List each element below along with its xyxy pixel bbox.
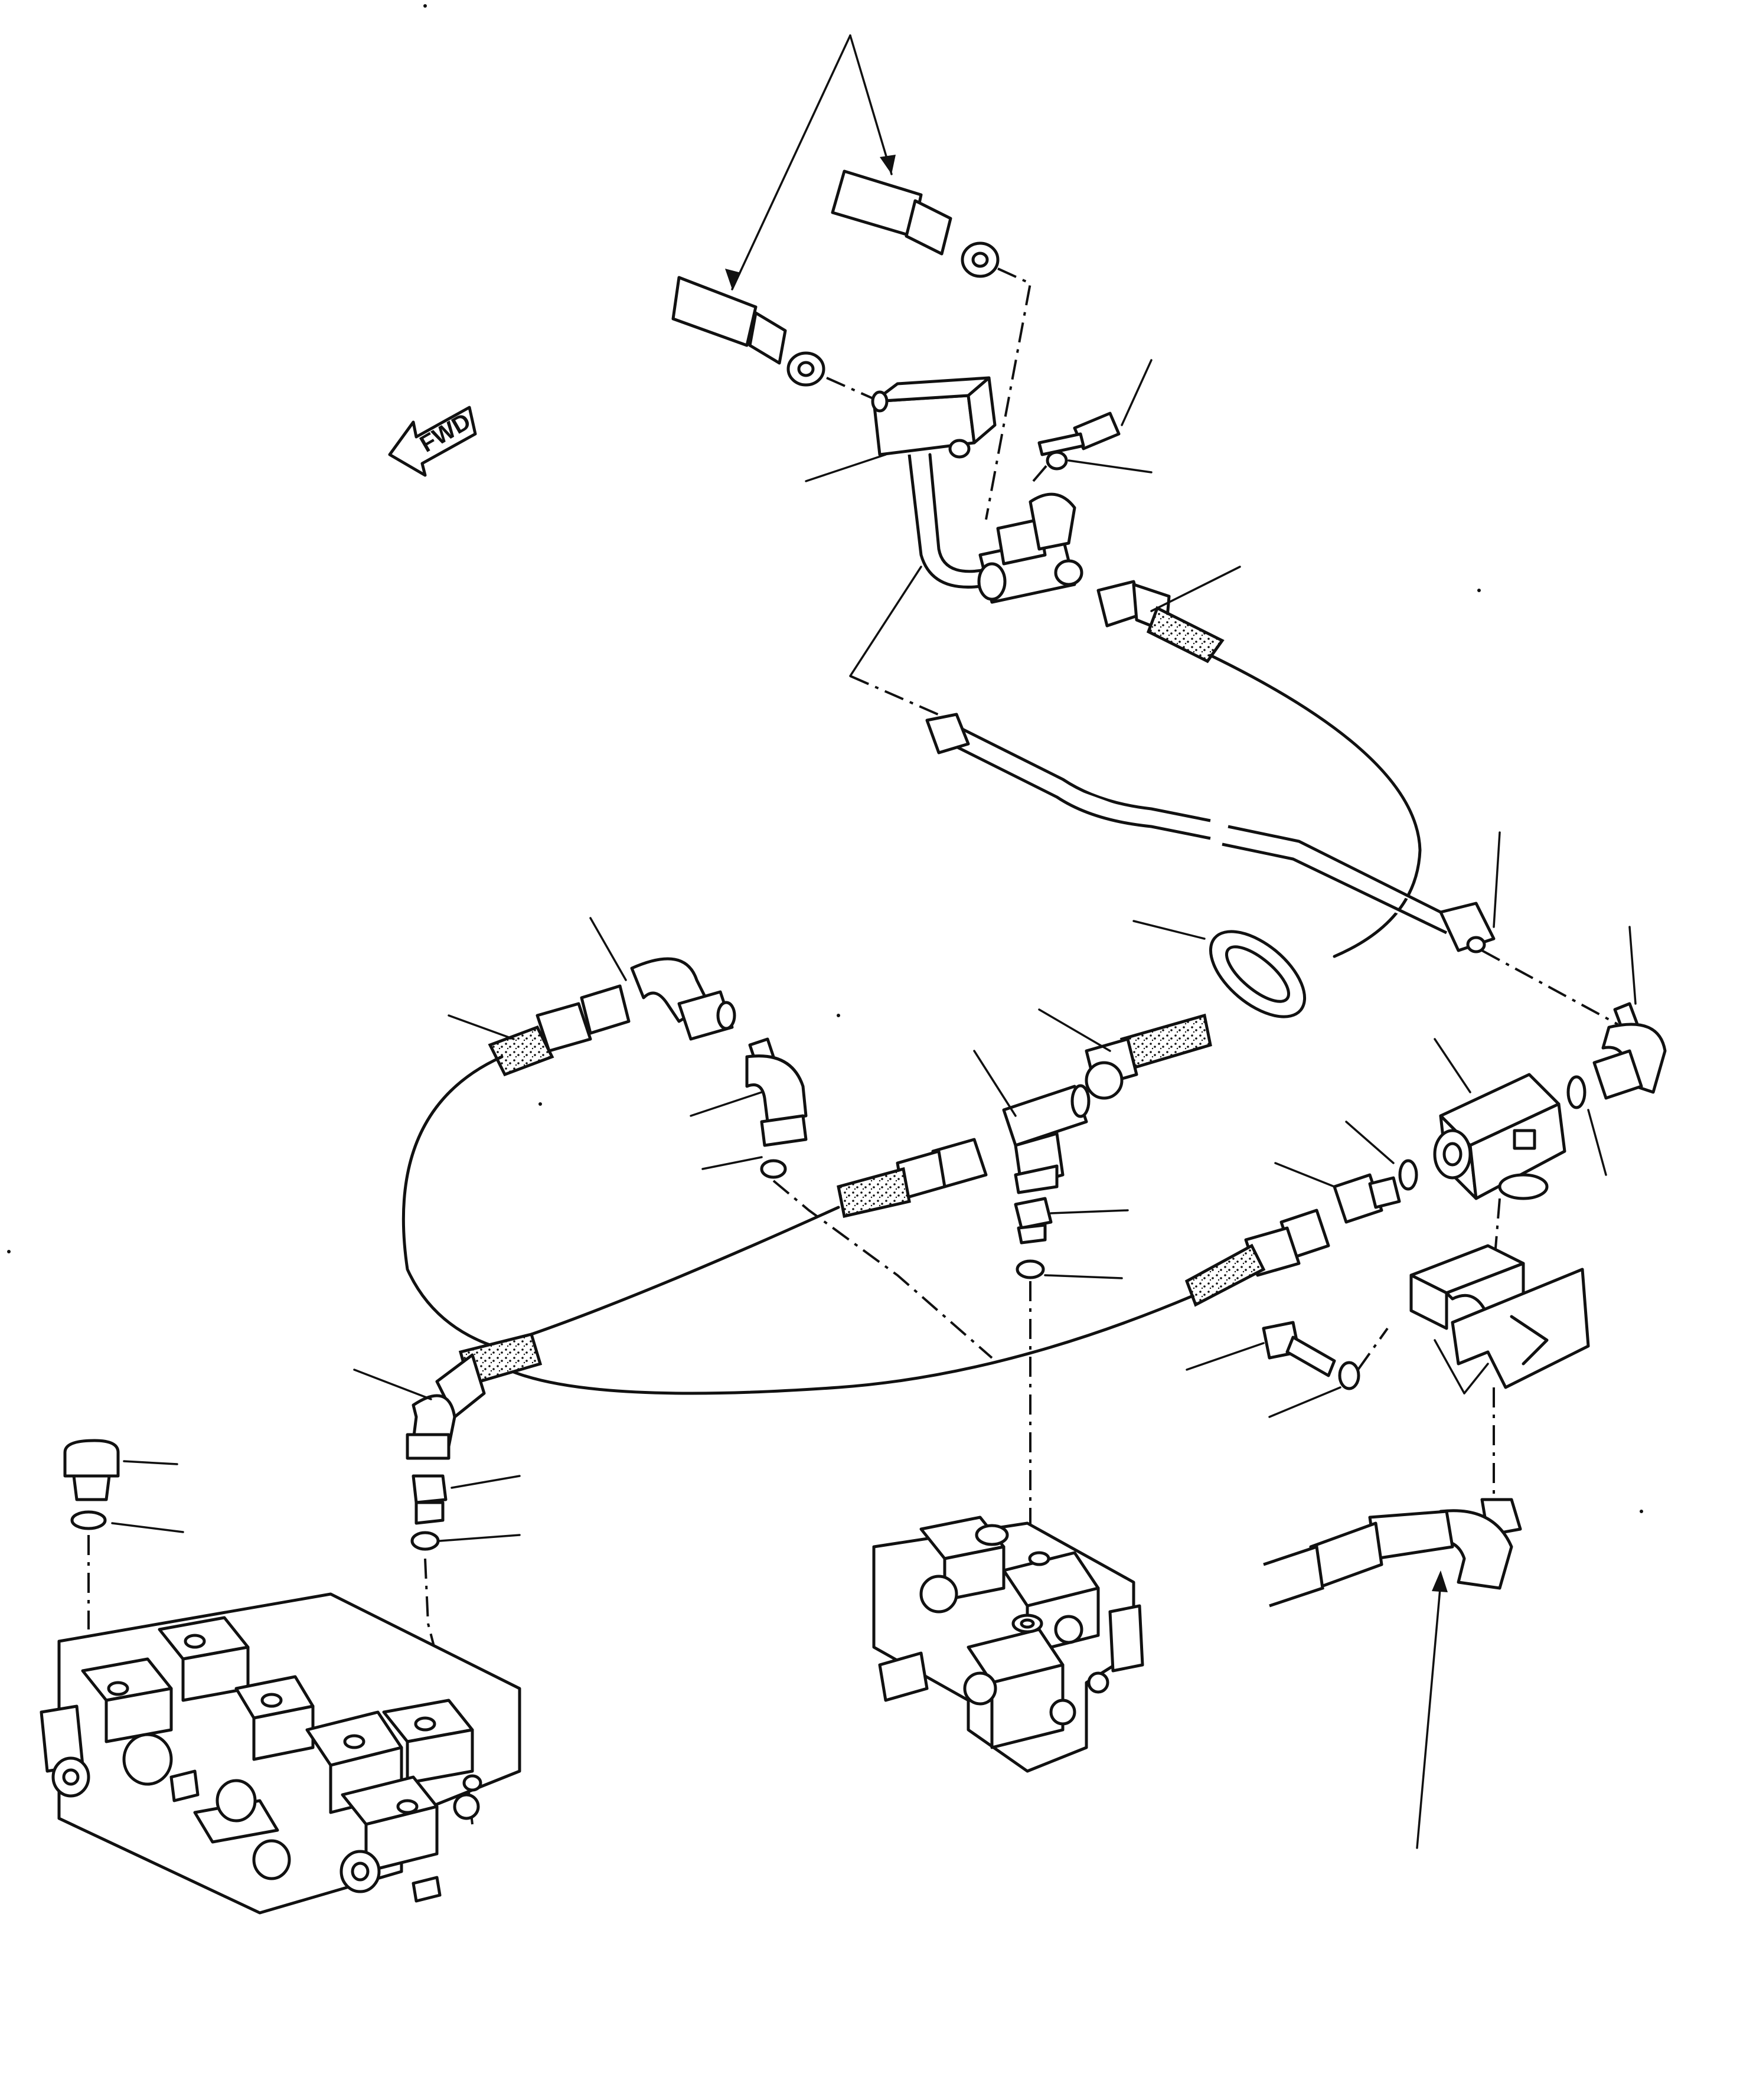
adapter-left-lower [412,1474,448,1525]
leader-block [805,453,887,482]
bolt-upper [1037,411,1121,456]
leader-bolt-lower [1186,1342,1265,1371]
leader-hose-fitting [1150,566,1241,612]
upper-pipe-stub-right [831,169,1000,278]
adapter-right [1333,1173,1401,1224]
elbow-fitting-left-upper [630,957,736,1041]
centerline-upper [826,267,1052,520]
seal-ring-center [1209,930,1307,1018]
leader-elbow-right [1628,926,1637,1005]
o-ring-block [1398,1159,1418,1191]
o-ring-left-upper [760,1159,787,1179]
washer-upper [1046,450,1068,471]
leader-plug [123,1460,178,1465]
relief-valve-block-upper [871,376,997,459]
leader-bracket [1434,1339,1465,1394]
leader-fitting-center [1038,1008,1111,1052]
o-ring-plug [70,1510,107,1530]
leader-elbow-bottom [1416,1581,1442,1849]
valve-block-right [1433,1073,1566,1200]
leader-tube [1493,831,1501,928]
hose-fitting-center [1085,1013,1212,1100]
bracket-clamp [1409,1244,1590,1389]
leader-adapter [1274,1162,1336,1188]
adapter-center [1014,1197,1053,1245]
elbow-fitting-right [1592,1002,1667,1100]
leader-adapter-left [451,1475,521,1489]
upper-pipe-stub-left [671,276,825,387]
hose-line-upper-right [1209,654,1422,958]
tee-fitting-upper [977,492,1083,604]
o-ring-right [1566,1075,1586,1109]
control-valve-bank-left [40,1592,521,1915]
leader-tee-center [973,1050,1017,1117]
bolt-lower-right [1262,1321,1360,1390]
o-ring-left-lower [410,1531,440,1551]
leader-elbow-left-upper [589,917,627,981]
leader-elbow-left-lower [353,1369,432,1400]
tee-fitting-center [1002,1084,1091,1194]
centerline-tube [850,675,945,718]
leader-bolt [1121,359,1153,426]
hose-fitting-center-left [837,1138,988,1219]
hose-fitting-lower-right [1184,1209,1330,1307]
elbow-pipe-bottom-right [1263,1498,1522,1608]
rigid-tube-long [925,713,1496,953]
leader-seal [1132,920,1206,940]
leader-valve-block [1434,1038,1471,1093]
control-valve-center [872,1516,1144,1773]
plug-left [63,1439,120,1501]
top-callout-arrows [725,34,896,290]
leader-washer [1068,459,1153,473]
o-ring-center [1016,1259,1045,1279]
leader-hose-left-upper [448,1014,515,1040]
arrow-left-icon [388,406,477,477]
elbow-fitting-left-lower [406,1332,543,1460]
leader-adapter-center [1050,1209,1129,1214]
fwd-direction-marker: FWD [388,406,477,477]
hose-line-lower-loop [506,1294,1194,1395]
hose-fitting-left-upper [488,984,631,1077]
elbow-fitting-left-down [745,1037,808,1147]
leader-elbow-left-down [690,1091,763,1117]
hose-fitting-upper [1096,580,1225,664]
hose-line-left-loop [401,1055,515,1354]
